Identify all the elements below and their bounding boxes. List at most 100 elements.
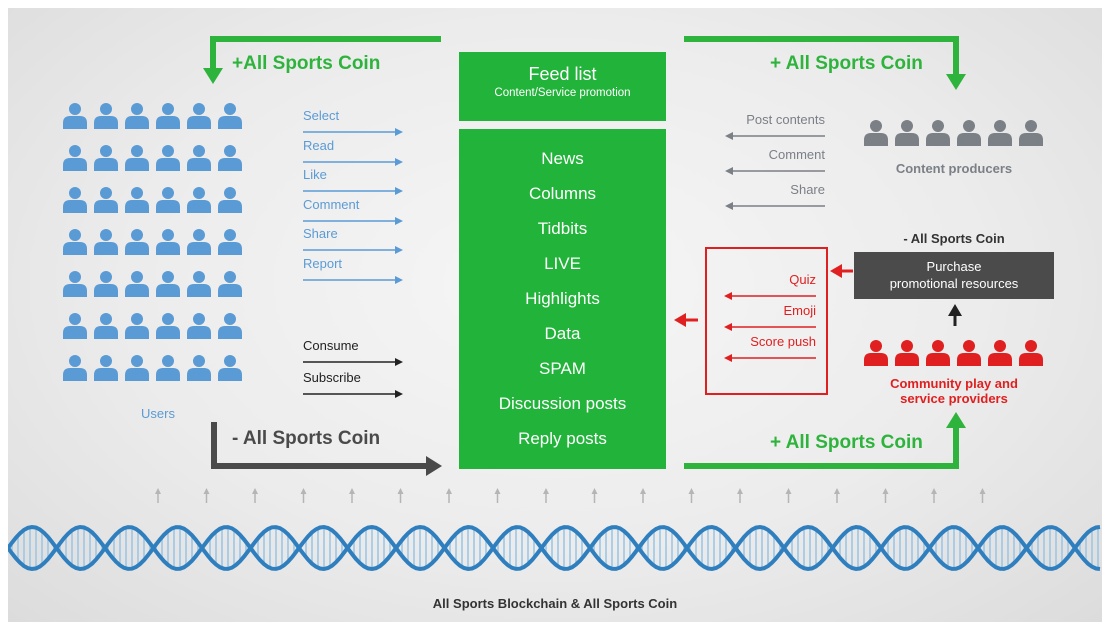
- producers-label: Content producers: [895, 161, 1013, 176]
- person-icon: [125, 271, 149, 297]
- small-up-arrow-icon: [737, 488, 743, 503]
- consume-action-row: Consume: [303, 338, 413, 370]
- producer-action-row: Post contents: [725, 112, 825, 147]
- person-icon: [63, 145, 87, 171]
- small-up-arrow-icon: [203, 488, 210, 503]
- user-actions-list: Select Read Like Comment Share Report: [303, 108, 413, 285]
- small-up-arrow-icon: [591, 488, 598, 503]
- arrow-right-icon: [303, 187, 403, 195]
- community-icon-row: [864, 340, 1043, 366]
- small-up-arrow-icon: [494, 488, 501, 503]
- community-action-row: Score push: [724, 334, 816, 365]
- user-action-row: Share: [303, 226, 413, 256]
- arrow-left-icon: [724, 354, 816, 362]
- arrow-bottom-left-spend: [211, 422, 428, 469]
- arrow-community-up-head: [948, 304, 962, 316]
- person-icon: [187, 145, 211, 171]
- small-up-arrow-icon: [834, 488, 840, 503]
- community-action-label: Emoji: [783, 303, 816, 318]
- person-icon: [156, 229, 180, 255]
- person-icon: [957, 120, 981, 146]
- person-icon: [187, 187, 211, 213]
- person-icon: [156, 103, 180, 129]
- producer-action-label: Share: [790, 182, 825, 197]
- small-up-arrow-icon: [882, 488, 889, 503]
- content-item: Data: [544, 324, 581, 343]
- person-icon: [218, 229, 242, 255]
- feed-list-box: Feed list Content/Service promotion: [459, 52, 666, 121]
- content-item: News: [541, 149, 584, 168]
- arrow-right-icon: [303, 246, 403, 254]
- small-up-arrow-icon: [349, 488, 355, 503]
- person-icon: [125, 187, 149, 213]
- person-icon: [1019, 120, 1043, 146]
- person-icon: [218, 145, 242, 171]
- community-action-row: Emoji: [724, 303, 816, 334]
- arrow-purchase-to-actions-head: [830, 264, 842, 278]
- small-up-arrow-icon: [979, 488, 986, 503]
- person-icon: [125, 103, 149, 129]
- content-item: Discussion posts: [498, 394, 627, 413]
- user-action-label: Comment: [303, 196, 360, 212]
- small-up-arrow-icon: [155, 488, 161, 503]
- coin-label-bottom-right: + All Sports Coin: [770, 432, 923, 453]
- person-icon: [218, 313, 242, 339]
- dna-strand-2: [8, 524, 1101, 572]
- community-action-label: Quiz: [789, 272, 816, 287]
- person-icon: [125, 313, 149, 339]
- person-icon: [926, 120, 950, 146]
- feed-list-subtitle: Content/Service promotion: [494, 87, 631, 99]
- consume-action-label: Consume: [303, 338, 359, 353]
- person-icon: [895, 120, 919, 146]
- coin-label-bottom-left: - All Sports Coin: [232, 428, 381, 449]
- person-icon: [125, 145, 149, 171]
- person-icon: [63, 187, 87, 213]
- small-up-arrow-icon: [446, 488, 452, 503]
- person-icon: [988, 340, 1012, 366]
- person-icon: [63, 229, 87, 255]
- arrow-right-icon: [303, 216, 403, 225]
- purchase-resources-box: Purchase promotional resources: [854, 252, 1054, 299]
- person-icon: [187, 103, 211, 129]
- person-icon: [94, 229, 118, 255]
- arrow-top-right-reward: [684, 36, 959, 78]
- content-item: Columns: [528, 184, 597, 203]
- arrow-community-to-feed-head: [674, 313, 686, 327]
- user-action-label: Like: [303, 167, 327, 182]
- community-action-row: Quiz: [724, 272, 816, 303]
- small-up-arrow-icon: [931, 488, 937, 503]
- arrow-bottom-right-reward: [684, 424, 959, 469]
- small-up-arrow-icon: [252, 488, 258, 503]
- user-action-row: Like: [303, 167, 413, 197]
- community-label-line-1: Community play and: [890, 376, 1018, 391]
- arrow-left-icon: [724, 292, 816, 300]
- content-item: Tidbits: [537, 219, 588, 238]
- arrow-right-icon: [303, 275, 403, 284]
- person-icon: [156, 145, 180, 171]
- person-icon: [187, 229, 211, 255]
- person-icon: [63, 103, 87, 129]
- person-icon: [156, 355, 180, 381]
- flow-arrows-layer: [203, 36, 966, 476]
- content-item: LIVE: [544, 254, 581, 273]
- arrow-right-icon: [303, 157, 403, 166]
- producer-actions-list: Post contents Comment Share: [725, 112, 825, 217]
- person-icon: [218, 355, 242, 381]
- user-action-row: Select: [303, 108, 413, 138]
- person-icon: [187, 313, 211, 339]
- arrow-left-icon: [725, 167, 825, 175]
- user-action-row: Report: [303, 256, 413, 286]
- person-icon: [218, 103, 242, 129]
- purchase-coin-label: - All Sports Coin: [903, 231, 1005, 246]
- person-icon: [1019, 340, 1043, 366]
- producer-action-label: Comment: [768, 147, 825, 162]
- small-up-arrow-icon: [640, 488, 646, 503]
- person-icon: [187, 271, 211, 297]
- producer-action-label: Post contents: [746, 112, 825, 127]
- content-item: SPAM: [539, 359, 586, 378]
- arrow-bottom-left-head: [426, 456, 442, 476]
- arrow-top-right-head: [946, 74, 966, 90]
- arrow-left-icon: [725, 202, 825, 210]
- person-icon: [156, 187, 180, 213]
- dna-strand-1: [8, 524, 1101, 572]
